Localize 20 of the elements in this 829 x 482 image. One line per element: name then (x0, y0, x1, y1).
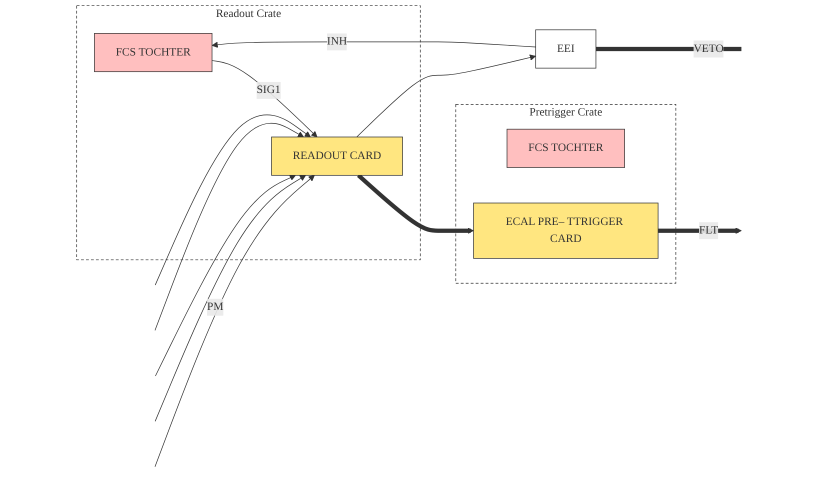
node-box: EEI (536, 29, 597, 68)
arrow (155, 114, 312, 286)
edge-label: INH (327, 35, 348, 48)
arrow (155, 122, 304, 331)
edge-label: VETO (694, 42, 724, 55)
node-box: FCS TOCHTER (507, 128, 626, 168)
arrow (212, 60, 318, 138)
arrow (155, 175, 306, 422)
node-box: FCS TOCHTER (94, 33, 213, 72)
edge-label: SIG1 (257, 84, 282, 96)
edge-label: PM (208, 300, 224, 313)
arrow (212, 42, 537, 48)
node-box: ECAL PRE– TTRIGGER CARD (474, 202, 659, 259)
edge-label: FLT (700, 224, 719, 236)
arrow (155, 175, 316, 468)
arrow (356, 54, 536, 138)
node-box: READOUT CARD (272, 136, 404, 176)
arrow (156, 174, 296, 376)
arrow (658, 228, 742, 234)
arrow (358, 174, 474, 234)
